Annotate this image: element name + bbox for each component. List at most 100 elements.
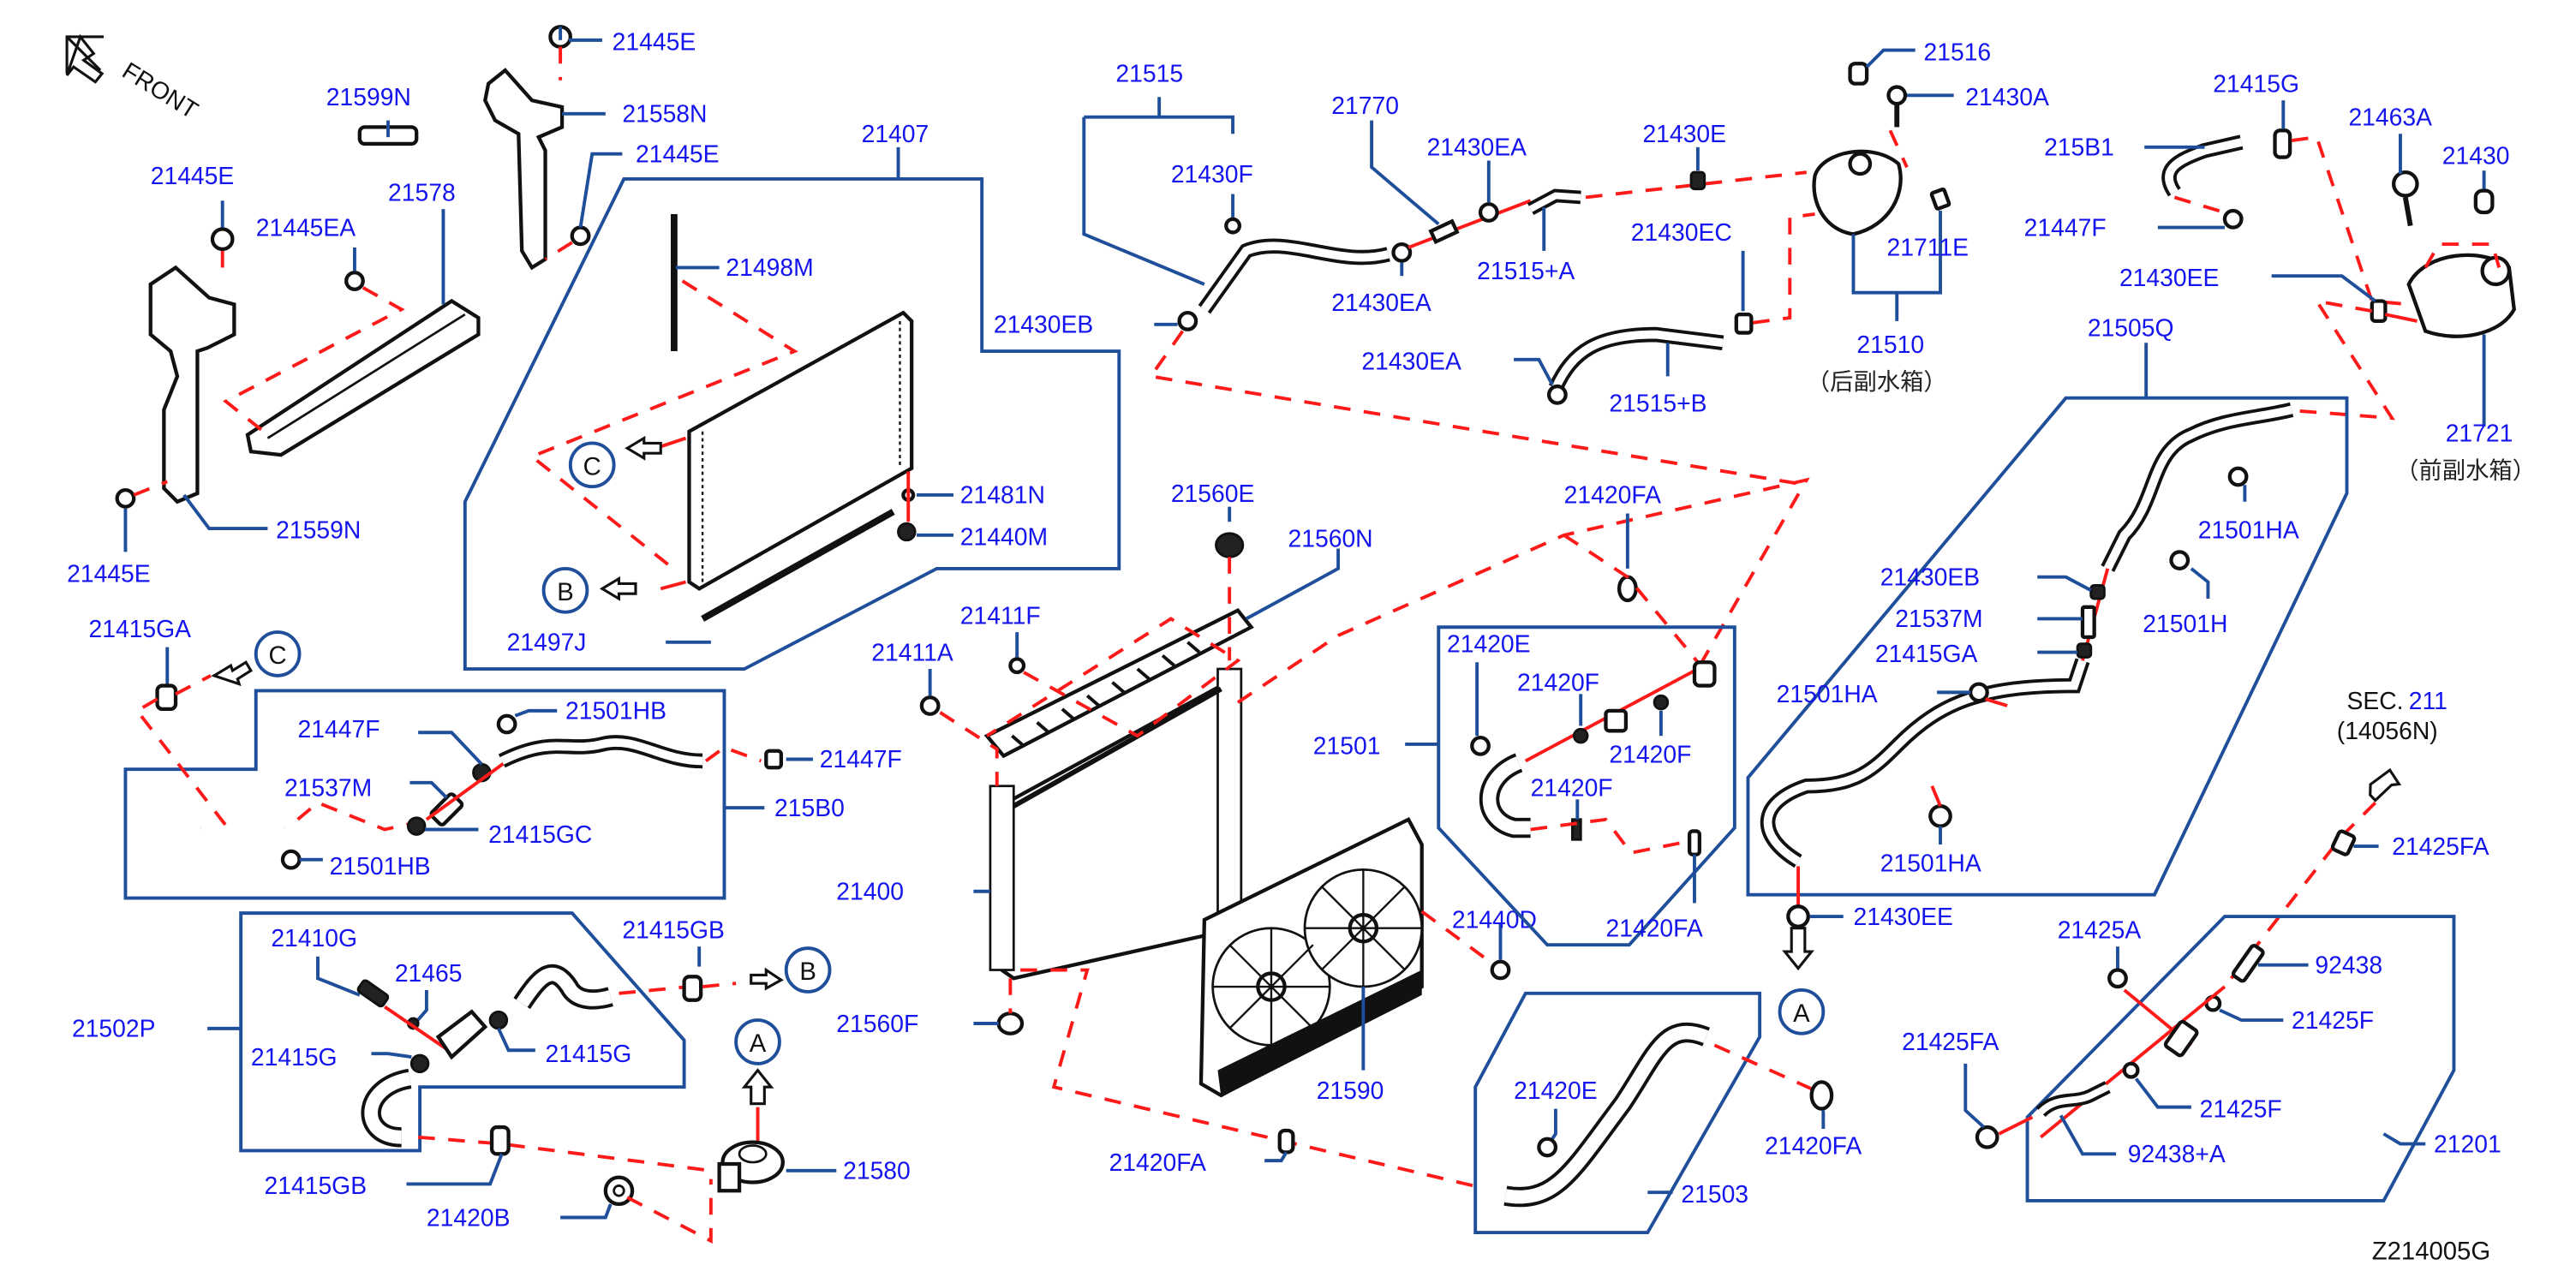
part-label-21420F[interactable]: 21420F — [1609, 740, 1691, 767]
part-label-21503[interactable]: 21503 — [1681, 1180, 1748, 1208]
part-label-21516[interactable]: 21516 — [1923, 38, 1991, 65]
part-label-21425FA[interactable]: 21425FA — [2392, 832, 2489, 860]
part-label-21411A[interactable]: 21411A — [871, 638, 953, 665]
part-label-21430EC[interactable]: 21430EC — [1631, 218, 1732, 246]
part-label-21420FA[interactable]: 21420FA — [1765, 1131, 1862, 1159]
part-label-21430EE[interactable]: 21430EE — [2119, 264, 2219, 291]
part-label-21415G[interactable]: 21415G — [2213, 69, 2299, 97]
part-label-92438-plus-a[interactable]: 92438+A — [2128, 1140, 2226, 1167]
part-label-21420FA[interactable]: 21420FA — [1605, 914, 1702, 941]
part-label-21560F[interactable]: 21560F — [836, 1010, 918, 1037]
part-label-21430EB[interactable]: 21430EB — [994, 311, 1093, 338]
part-label-21430E[interactable]: 21430E — [1642, 120, 1726, 147]
ref-marker-c-lower[interactable] — [254, 630, 302, 677]
part-label-21501HB[interactable]: 21501HB — [330, 852, 431, 880]
part-label-21415GB[interactable]: 21415GB — [622, 916, 725, 943]
ref-marker-a-right[interactable] — [1778, 988, 1826, 1035]
part-label-21410G[interactable]: 21410G — [271, 924, 357, 952]
part-label-21505Q[interactable]: 21505Q — [2088, 313, 2174, 341]
part-label-21463A[interactable]: 21463A — [2348, 103, 2432, 130]
part-label-21770[interactable]: 21770 — [1331, 92, 1399, 119]
part-label-21415GB[interactable]: 21415GB — [265, 1172, 368, 1199]
part-label-21420E[interactable]: 21420E — [1447, 630, 1531, 658]
part-label-21430EA[interactable]: 21430EA — [1361, 348, 1461, 375]
part-label-21445E[interactable]: 21445E — [151, 162, 235, 189]
part-label-21515-plus-a[interactable]: 21515+A — [1477, 257, 1575, 284]
part-label-92438[interactable]: 92438 — [2315, 951, 2382, 978]
ref-marker-b[interactable] — [541, 566, 589, 614]
part-label-21501[interactable]: 21501 — [1313, 732, 1381, 760]
part-label-21420F[interactable]: 21420F — [1517, 668, 1599, 695]
part-label-21445E[interactable]: 21445E — [613, 28, 696, 56]
part-label-21407[interactable]: 21407 — [862, 120, 929, 147]
section-link-211[interactable]: 211 — [2409, 687, 2447, 714]
part-label-21420FA[interactable]: 21420FA — [1564, 481, 1661, 509]
part-label-21559N[interactable]: 21559N — [276, 516, 361, 544]
part-label-21425F[interactable]: 21425F — [2200, 1095, 2282, 1122]
part-label-21430A[interactable]: 21430A — [1965, 83, 2049, 110]
part-label-215B1[interactable]: 215B1 — [2044, 134, 2114, 161]
part-label-21420FA[interactable]: 21420FA — [1109, 1149, 1206, 1176]
part-label-21430EE[interactable]: 21430EE — [1853, 903, 1952, 930]
ref-marker-c[interactable] — [568, 441, 616, 489]
part-label-21415G[interactable]: 21415G — [546, 1040, 632, 1067]
part-label-21515-plus-b[interactable]: 21515+B — [1609, 389, 1706, 416]
part-label-21501HA[interactable]: 21501HA — [1880, 849, 1981, 876]
part-label-21425F[interactable]: 21425F — [2292, 1006, 2374, 1034]
part-label-21430EB[interactable]: 21430EB — [1880, 563, 1980, 590]
part-label-21425A[interactable]: 21425A — [2058, 916, 2142, 943]
part-label-21465[interactable]: 21465 — [395, 959, 463, 987]
part-label-21501HB[interactable]: 21501HB — [565, 697, 666, 725]
part-label-21415GA[interactable]: 21415GA — [1875, 640, 1978, 667]
part-label-21502P[interactable]: 21502P — [72, 1015, 156, 1042]
reservoir-21510 — [1812, 149, 1903, 236]
part-label-21447F[interactable]: 21447F — [298, 715, 380, 743]
part-label-21445E[interactable]: 21445E — [67, 560, 151, 588]
part-label-21425FA[interactable]: 21425FA — [1902, 1028, 1999, 1055]
part-label-21497J[interactable]: 21497J — [507, 629, 587, 656]
part-label-21537M[interactable]: 21537M — [1895, 605, 1982, 632]
hose-21502P-upper — [516, 968, 613, 1007]
part-label-215B0[interactable]: 215B0 — [774, 794, 845, 821]
part-label-21558N[interactable]: 21558N — [622, 100, 707, 128]
part-label-21590[interactable]: 21590 — [1317, 1077, 1384, 1104]
part-label-21415GC[interactable]: 21415GC — [488, 820, 592, 848]
part-label-21415G[interactable]: 21415G — [251, 1043, 338, 1071]
part-label-21498M[interactable]: 21498M — [726, 254, 813, 281]
part-label-21501H[interactable]: 21501H — [2143, 610, 2227, 637]
part-label-21440M[interactable]: 21440M — [960, 523, 1048, 551]
part-label-21711E[interactable]: 21711E — [1887, 234, 1969, 261]
clip-21501HB-lower — [280, 849, 302, 870]
ref-marker-b-text: B — [557, 578, 574, 606]
part-label-21580[interactable]: 21580 — [843, 1157, 911, 1184]
part-label-21560N[interactable]: 21560N — [1288, 525, 1373, 552]
part-label-21481N[interactable]: 21481N — [960, 481, 1045, 509]
part-label-21501HA[interactable]: 21501HA — [2198, 516, 2299, 544]
part-label-21415GA[interactable]: 21415GA — [88, 615, 191, 642]
part-label-21430EA[interactable]: 21430EA — [1427, 134, 1527, 161]
ref-marker-a[interactable] — [734, 1018, 781, 1065]
part-label-21420F[interactable]: 21420F — [1531, 773, 1613, 801]
part-label-21400[interactable]: 21400 — [836, 878, 904, 905]
part-label-21560E[interactable]: 21560E — [1171, 480, 1255, 507]
part-label-21430F[interactable]: 21430F — [1171, 160, 1253, 188]
part-label-21447F[interactable]: 21447F — [820, 745, 902, 773]
part-label-21599N[interactable]: 21599N — [326, 83, 411, 110]
part-label-21420B[interactable]: 21420B — [427, 1203, 511, 1231]
clamp-21430EA-lower — [1546, 384, 1568, 405]
part-label-21445EA[interactable]: 21445EA — [256, 213, 356, 241]
part-label-21501HA[interactable]: 21501HA — [1777, 680, 1878, 707]
part-label-21515[interactable]: 21515 — [1115, 60, 1183, 87]
part-label-21537M[interactable]: 21537M — [284, 773, 372, 801]
part-label-21420E[interactable]: 21420E — [1514, 1077, 1598, 1104]
part-label-21721[interactable]: 21721 — [2446, 419, 2513, 446]
part-label-21510[interactable]: 21510 — [1856, 331, 1924, 358]
part-label-21201[interactable]: 21201 — [2434, 1130, 2501, 1157]
part-label-21411F[interactable]: 21411F — [960, 601, 1041, 629]
part-label-21447F[interactable]: 21447F — [2024, 213, 2107, 241]
part-label-21445E[interactable]: 21445E — [636, 140, 720, 167]
ref-marker-b-lower[interactable] — [784, 946, 832, 994]
part-label-21430[interactable]: 21430 — [2442, 141, 2510, 169]
part-label-21430EA[interactable]: 21430EA — [1331, 289, 1431, 316]
part-label-21578[interactable]: 21578 — [388, 178, 456, 206]
